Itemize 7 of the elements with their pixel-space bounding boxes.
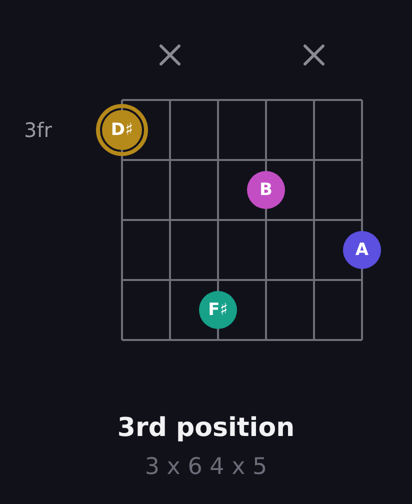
position-title: 3rd position bbox=[117, 412, 295, 444]
fingering-label: 3 x 6 4 x 5 bbox=[144, 453, 268, 481]
note-marker: F♯ bbox=[199, 291, 237, 329]
note-marker: B bbox=[247, 171, 285, 209]
root-note-marker: D♯ bbox=[96, 104, 148, 156]
fret-number-label: 3fr bbox=[24, 118, 52, 142]
note-marker: A bbox=[343, 231, 381, 269]
